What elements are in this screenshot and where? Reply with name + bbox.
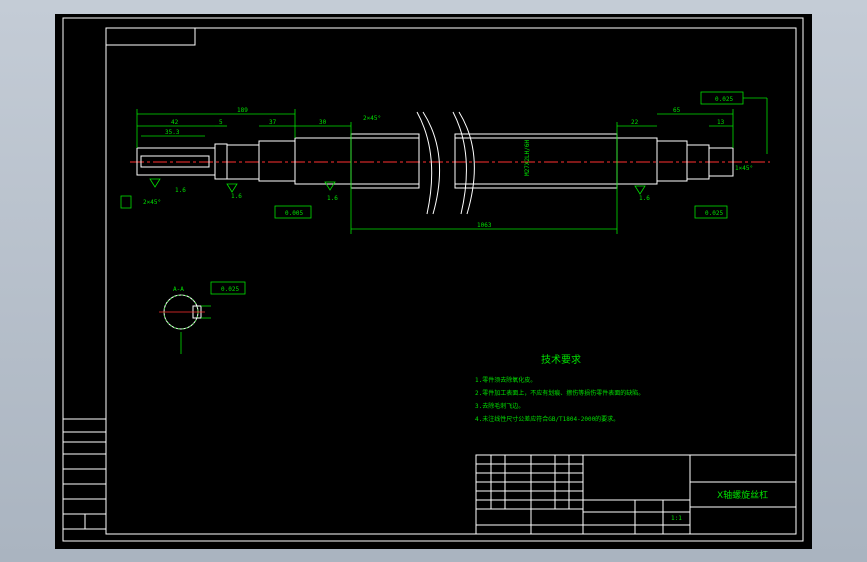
section-label: A-A [173, 286, 184, 293]
dim-37: 37 [269, 119, 277, 126]
scale-value: 1:1 [671, 515, 682, 522]
tech-req-item-4: 4.未注线性尺寸公差应符合GB/T1804-2000的要求。 [475, 415, 619, 423]
tech-req-item-1: 1.零件须去除氧化皮。 [475, 376, 536, 384]
dim-chamfer-2x45-top: 2×45° [363, 115, 381, 122]
dim-30: 30 [319, 119, 327, 126]
dim-65: 65 [673, 107, 681, 114]
tol-frame-4: 0.025 [221, 286, 239, 293]
tech-req-heading: 技术要求 [541, 353, 581, 366]
roughness-1-6-b: 1.6 [231, 193, 242, 200]
roughness-1-6-a: 1.6 [175, 187, 186, 194]
outer-border [62, 17, 804, 542]
tol-frame-2: 0.005 [285, 210, 303, 217]
roughness-1-6-d: 1.6 [639, 195, 650, 202]
tol-frame-1: 0.025 [715, 96, 733, 103]
dim-42: 42 [171, 119, 179, 126]
title-block [475, 454, 797, 535]
dimension-lines [120, 91, 768, 295]
dim-22: 22 [631, 119, 639, 126]
part-name: X轴螺旋丝杠 [717, 489, 768, 501]
dim-chamfer-2x45: 2×45° [143, 199, 161, 206]
tech-req-item-3: 3.去除毛刺飞边。 [475, 402, 524, 410]
cad-drawing-sheet: 189 42 35.3 5 37 30 1063 22 65 13 2×45° … [55, 14, 812, 549]
roughness-1-6-c: 1.6 [327, 195, 338, 202]
left-binding-strip [62, 418, 107, 530]
dim-35-3: 35.3 [165, 129, 180, 136]
dim-1063: 1063 [477, 222, 492, 229]
tol-frame-3: 0.025 [705, 210, 723, 217]
dim-13: 13 [717, 119, 725, 126]
inner-border [105, 27, 797, 535]
shaft-outline [136, 111, 734, 215]
tech-req-item-2: 2.零件加工表面上，不应有划痕、擦伤等损伤零件表面的缺陷。 [475, 389, 644, 397]
thread-callout: M27X2LH/6H [524, 139, 531, 176]
dim-189: 189 [237, 107, 248, 114]
dim-chamfer-1x45: 1×45° [735, 165, 753, 172]
dim-5: 5 [219, 119, 223, 126]
code-box [105, 27, 196, 46]
section-a-a-view [159, 294, 211, 354]
